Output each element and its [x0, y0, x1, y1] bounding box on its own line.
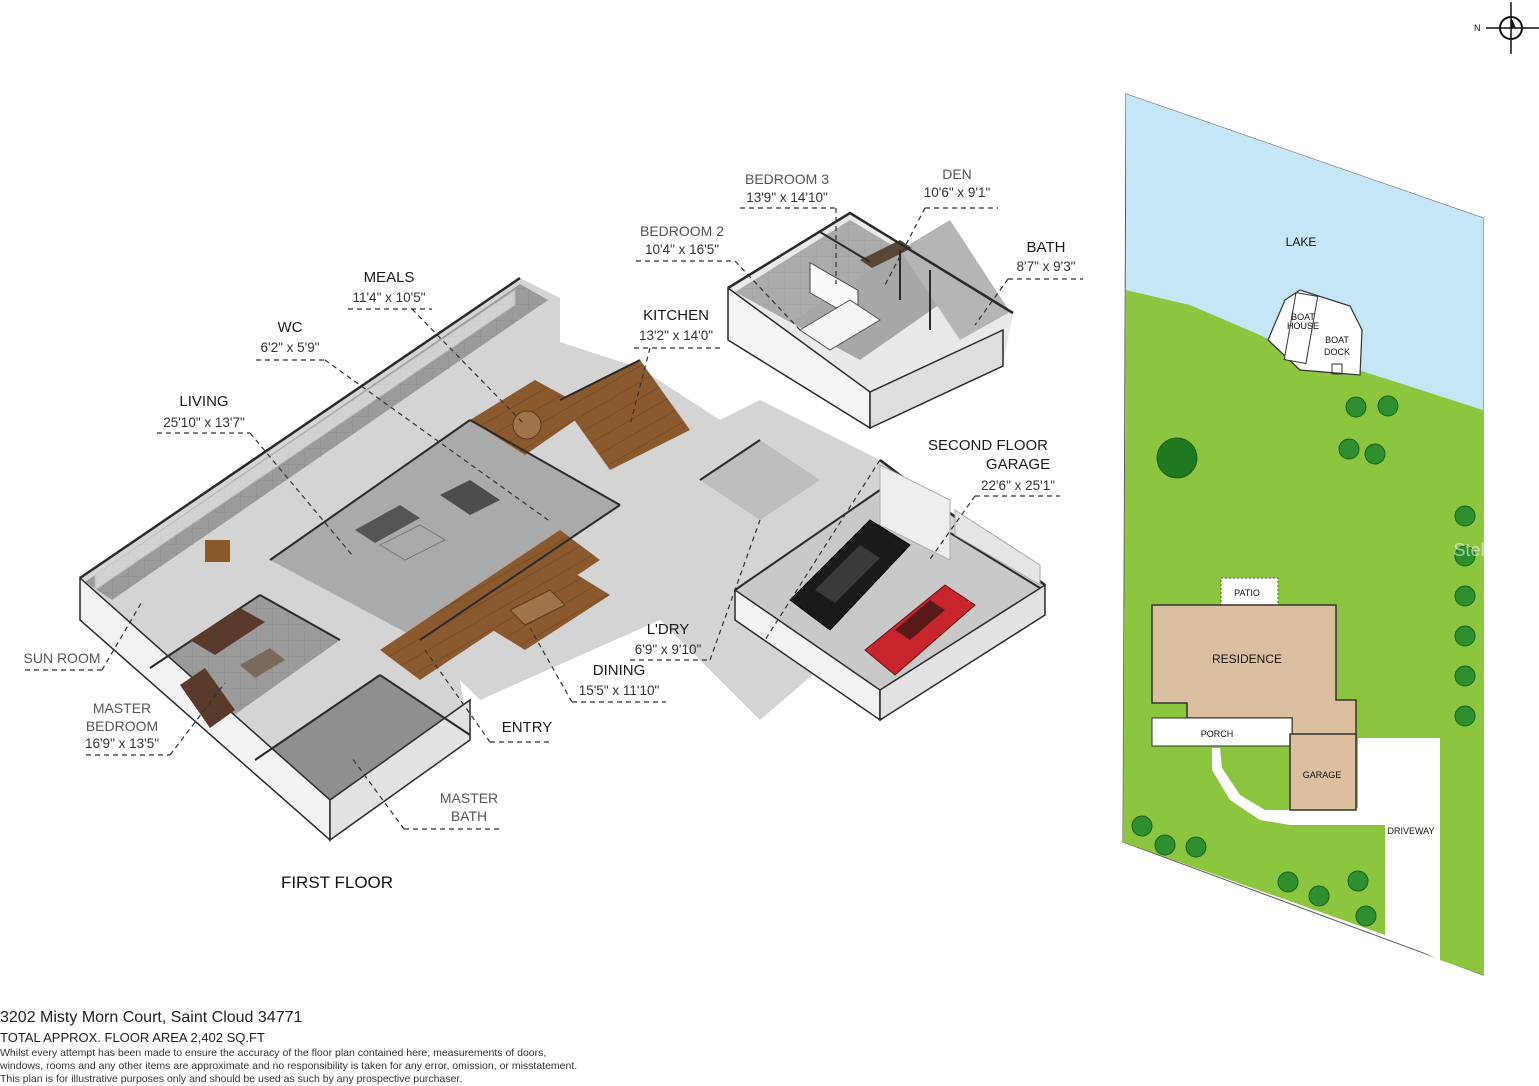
- site-patio-label: PATIO: [1234, 588, 1260, 598]
- room-label-kitchen: KITCHEN: [643, 307, 709, 324]
- room-label-masterbath-2: BATH: [451, 808, 487, 824]
- room-dims-kitchen: 13'2" x 14'0": [639, 328, 713, 343]
- porch-area: [1151, 717, 1293, 747]
- room-dims-wc: 6'2" x 5'9": [260, 340, 319, 355]
- room-dims-living: 25'10" x 13'7": [163, 415, 245, 430]
- room-dims-garage: 22'6" x 25'1": [981, 478, 1055, 493]
- total-area-text: TOTAL APPROX. FLOOR AREA 2,402 SQ.FT: [0, 1030, 265, 1045]
- disclaimer-line-3: This plan is for illustrative purposes o…: [0, 1073, 463, 1085]
- room-label-masterbed: MASTER: [93, 700, 151, 716]
- room-dims-bath: 8'7" x 9'3": [1016, 259, 1075, 274]
- room-label-dining: DINING: [593, 662, 646, 679]
- boat-dock-label: BOAT: [1325, 335, 1349, 345]
- tree-icons: [1131, 395, 1476, 927]
- disclaimer-line-2: windows, rooms and any other items are a…: [0, 1060, 578, 1072]
- room-label-bedroom3: BEDROOM 3: [745, 171, 829, 187]
- site-lake-label: LAKE: [1286, 235, 1317, 249]
- black-car-icon: [789, 519, 911, 631]
- floor-label-first: FIRST FLOOR: [281, 873, 393, 892]
- boat-house-dock: BOAT HOUSE BOAT DOCK: [1267, 289, 1363, 376]
- site-residence-label: RESIDENCE: [1212, 652, 1282, 666]
- room-dims-masterbed: 16'9" x 13'5": [85, 736, 159, 751]
- svg-text:DOCK: DOCK: [1324, 347, 1350, 357]
- room-label-wc: WC: [278, 319, 303, 336]
- room-label-bath: BATH: [1027, 239, 1066, 256]
- site-driveway-label: DRIVEWAY: [1387, 826, 1434, 836]
- svg-text:HOUSE: HOUSE: [1287, 321, 1319, 331]
- room-dims-bedroom2: 10'4" x 16'5": [645, 242, 719, 257]
- room-label-living: LIVING: [179, 393, 228, 410]
- room-label-entry: ENTRY: [502, 719, 553, 736]
- room-label-sunroom: SUN ROOM: [24, 650, 101, 666]
- room-dims-den: 10'6" x 9'1": [924, 185, 991, 200]
- room-dims-ldry: 6'9" x 9'10": [635, 642, 702, 657]
- room-label-meals: MEALS: [364, 269, 415, 286]
- watermark: Stellar MLS: [1453, 540, 1539, 560]
- room-dims-dining: 15'5" x 11'10": [579, 683, 660, 698]
- site-porch-label: PORCH: [1201, 729, 1234, 739]
- site-garage-block: [1289, 733, 1357, 811]
- compass: N: [1474, 2, 1539, 54]
- room-label-garage: GARAGE: [986, 456, 1050, 473]
- room-label-masterbed-2: BEDROOM: [86, 718, 158, 734]
- second-floor-plan: [727, 211, 1014, 430]
- lake-area: [1126, 94, 1483, 410]
- boat-house-label: BOAT: [1291, 312, 1315, 322]
- room-label-bedroom2: BEDROOM 2: [640, 223, 724, 239]
- address-text: 3202 Misty Morn Court, Saint Cloud 34771: [0, 1009, 303, 1026]
- room-dims-meals: 11'4" x 10'5": [352, 290, 425, 305]
- room-dims-bedroom3: 13'9" x 14'10": [746, 190, 828, 205]
- site-plan: LAKE BOAT HOUSE BOAT DOCK PATIO RESIDENC…: [1122, 93, 1539, 976]
- room-label-ldry: L'DRY: [647, 621, 690, 638]
- room-labels: BEDROOM 3 13'9" x 14'10" DEN 10'6" x 9'1…: [24, 166, 1083, 892]
- disclaimer-line-1: Whilst every attempt has been made to en…: [0, 1047, 547, 1059]
- red-car-icon: [864, 584, 976, 676]
- room-label-masterbath: MASTER: [440, 790, 498, 806]
- compass-north-label: N: [1474, 23, 1481, 33]
- first-floor-plan: [79, 276, 1046, 842]
- room-label-den: DEN: [942, 166, 972, 182]
- site-garage-label: GARAGE: [1303, 770, 1342, 780]
- floor-label-second: SECOND FLOOR: [928, 437, 1048, 454]
